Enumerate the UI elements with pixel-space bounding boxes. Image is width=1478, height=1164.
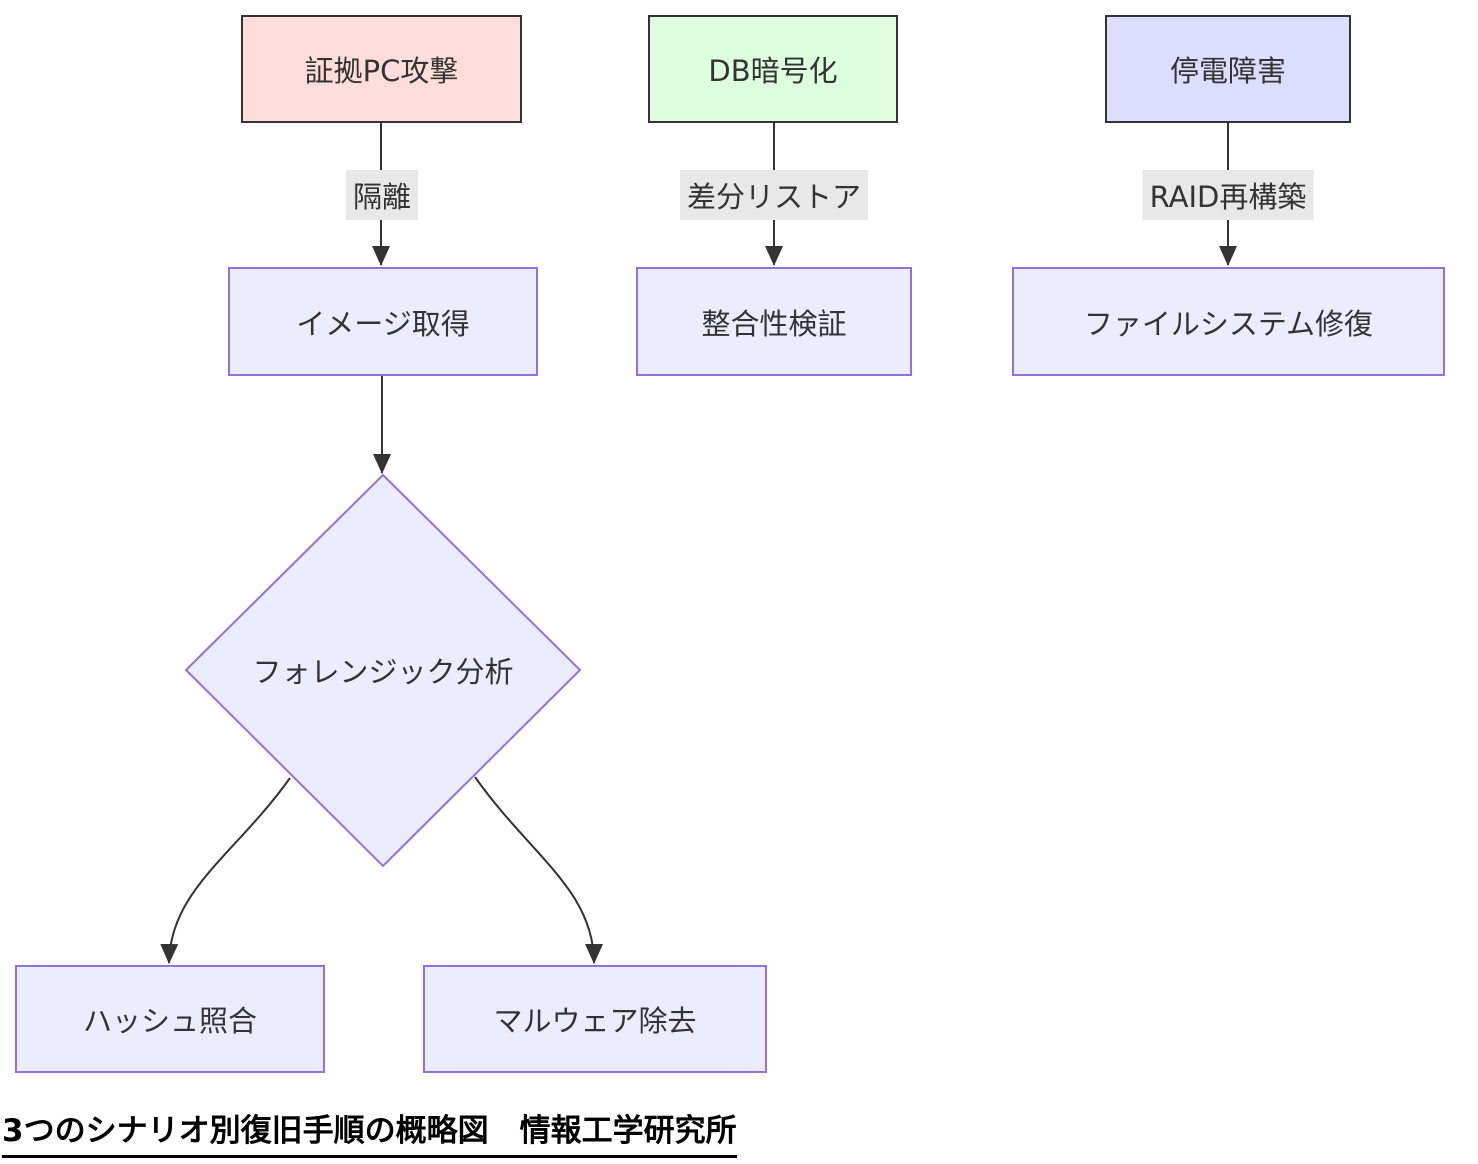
node-forensic-analysis-diamond [184,473,582,868]
node-hash-matching: ハッシュ照合 [15,965,325,1073]
node-filesystem-repair: ファイルシステム修復 [1012,267,1445,376]
edge-forensic-to-hash [160,777,291,964]
node-malware-removal: マルウェア除去 [423,965,767,1073]
edge-label-raid-rebuild: RAID再構築 [1142,170,1314,220]
edge-label-differential-restore: 差分リストア [679,170,869,220]
diagram-caption: 3つのシナリオ別復旧手順の概略図 情報工学研究所 [2,1105,737,1158]
node-forensic-analysis-label: フォレンジック分析 [252,655,514,689]
edge-forensic-to-malware [474,776,603,964]
edge-label-isolation: 隔離 [345,170,419,220]
node-image-acquisition: イメージ取得 [228,267,538,376]
node-db-encryption: DB暗号化 [648,15,898,123]
node-power-outage: 停電障害 [1105,15,1351,123]
node-evidence-pc-attack: 証拠PC攻撃 [241,15,522,123]
node-integrity-verification: 整合性検証 [636,267,912,376]
